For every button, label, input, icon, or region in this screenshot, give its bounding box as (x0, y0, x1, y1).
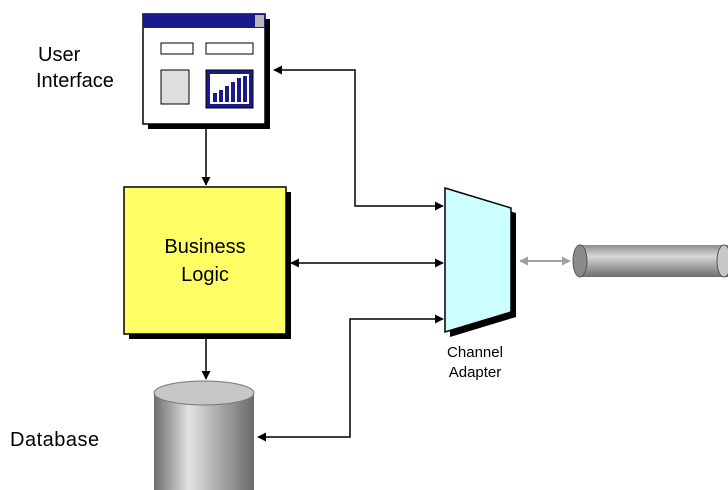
bar-chart-icon (205, 69, 254, 109)
user-interface-label-line1: User (38, 44, 81, 66)
channel-adapter-label-line2: Adapter (448, 364, 502, 381)
channel-adapter-label: Channel Adapter (420, 343, 530, 383)
business-logic-label-line2: Logic (181, 264, 229, 286)
user-interface-window (142, 13, 270, 129)
user-interface-label: User Interface (36, 42, 114, 94)
business-logic-label-line1: Business (164, 236, 246, 258)
channel-adapter-label-line1: Channel (447, 344, 503, 361)
channel-adapter (444, 186, 516, 337)
window-titlebar (143, 14, 265, 28)
business-logic-label: Business Logic (124, 233, 286, 289)
message-channel-pipe (572, 244, 728, 278)
database-cylinder (153, 380, 255, 490)
database-label: Database (10, 429, 100, 451)
connectors (201, 65, 444, 442)
arrow-adapter-database (257, 314, 444, 442)
business-logic-box (123, 186, 291, 339)
user-interface-label-line2: Interface (36, 70, 114, 92)
arrow-adapter-ui (273, 65, 444, 211)
